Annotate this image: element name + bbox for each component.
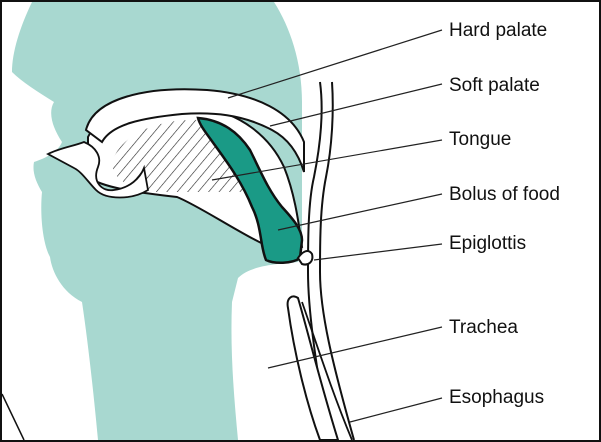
chin-edge (2, 394, 24, 440)
label-soft-palate: Soft palate (449, 75, 540, 96)
label-tongue: Tongue (449, 129, 511, 150)
label-bolus-of-food: Bolus of food (449, 184, 560, 205)
label-trachea: Trachea (449, 317, 518, 338)
label-hard-palate: Hard palate (449, 20, 547, 41)
label-epiglottis: Epiglottis (449, 233, 526, 254)
leader-epiglottis (314, 244, 442, 260)
leader-esophagus (350, 398, 442, 422)
esophagus-wall-outer (320, 82, 354, 440)
trachea-tube (288, 296, 338, 440)
label-esophagus: Esophagus (449, 387, 544, 408)
leader-bolus (278, 194, 442, 230)
